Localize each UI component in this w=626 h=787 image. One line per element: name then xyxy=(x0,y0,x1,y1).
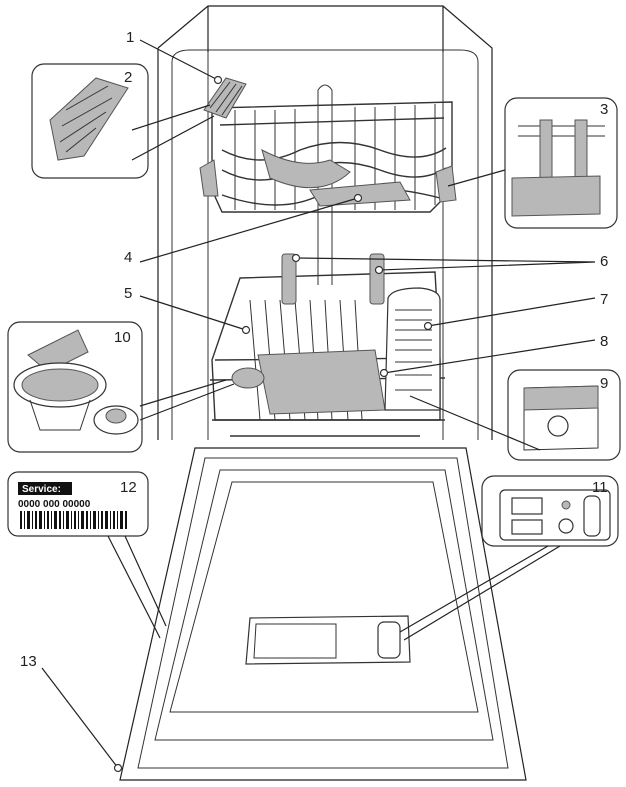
service-label-bg xyxy=(18,482,72,495)
dishwasher-cabinet xyxy=(157,5,493,440)
inset-cup-shelf xyxy=(31,63,149,179)
service-label: Service: xyxy=(22,484,61,495)
callout-11: 11 xyxy=(592,479,608,496)
callout-7: 7 xyxy=(600,291,608,308)
cutlery-basket xyxy=(384,287,441,411)
service-barcode xyxy=(20,511,127,529)
callout-10: 10 xyxy=(114,329,131,346)
callout-8: 8 xyxy=(600,333,608,350)
callout-numbers: 1 2 3 4 5 6 7 8 9 10 11 12 13 xyxy=(20,29,608,670)
callout-12: 12 xyxy=(120,479,137,496)
upper-basket xyxy=(199,101,457,213)
inset-dispenser-indicators xyxy=(481,475,619,547)
service-code: 0000 000 00000 xyxy=(18,499,91,510)
callout-6: 6 xyxy=(600,253,608,270)
callout-2: 2 xyxy=(124,69,132,86)
callout-points xyxy=(113,75,433,773)
callout-9: 9 xyxy=(600,375,608,392)
salt-reservoir-cap xyxy=(231,367,265,389)
callout-13: 13 xyxy=(20,653,37,670)
cup-shelf xyxy=(203,77,247,119)
callout-3: 3 xyxy=(600,101,608,118)
callout-5: 5 xyxy=(124,285,132,302)
callout-4: 4 xyxy=(124,249,132,266)
inset-salt-reservoir xyxy=(7,321,143,453)
callout-1: 1 xyxy=(126,29,134,46)
inset-service-plate: Service: 0000 000 00000 xyxy=(7,471,149,537)
leader-lines xyxy=(41,39,596,769)
inset-basket-adjuster xyxy=(504,97,618,229)
dishwasher-door xyxy=(119,447,527,781)
inset-rinse-aid-dispenser xyxy=(507,369,621,461)
